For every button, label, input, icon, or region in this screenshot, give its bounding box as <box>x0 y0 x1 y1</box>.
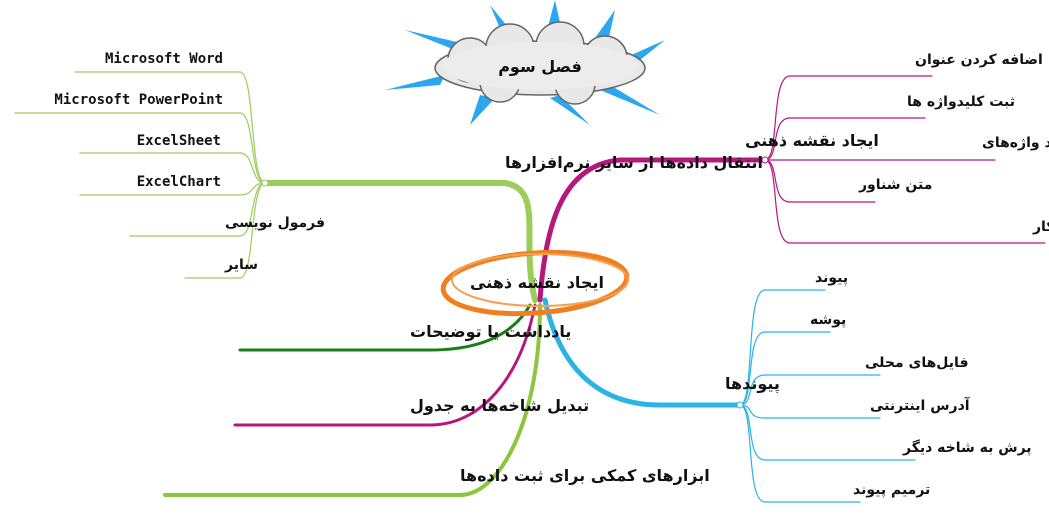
transfer-item[interactable]: Microsoft Word <box>105 51 223 67</box>
transfer-item[interactable]: Microsoft PowerPoint <box>54 92 223 108</box>
branch-create-label[interactable]: ایجاد نقشه ذهنی <box>745 131 879 150</box>
branch-notes-label[interactable]: یادداشت یا توضیحات <box>410 322 571 341</box>
transfer-item[interactable]: ExcelChart <box>137 174 221 190</box>
create-item[interactable]: ثبت دسته‌ای کلید واژه‌های <box>982 135 1049 151</box>
branch-notes-line <box>238 303 532 352</box>
transfer-item[interactable]: فرمول نویسی <box>225 215 325 231</box>
branch-links-label[interactable]: پیوندها <box>725 374 780 394</box>
create-item[interactable]: وارد کردن داده‌ها به صورت خودکار <box>1032 219 1049 235</box>
branch-table-label[interactable]: تبدیل شاخه‌ها به جدول <box>410 396 589 415</box>
branch-table-line <box>233 303 537 427</box>
branch-tools-label[interactable]: ابزارهای کمکی برای ثبت داده‌ها <box>460 466 710 485</box>
links-hub-node[interactable] <box>736 401 744 409</box>
transfer-hub-node[interactable] <box>261 179 269 187</box>
title-cloud: فصل سوم <box>385 0 665 125</box>
links-item[interactable]: پوشه <box>810 312 846 328</box>
links-item[interactable]: ترمیم پیوند <box>853 482 930 498</box>
branch-links-line <box>542 297 743 408</box>
create-item[interactable]: ثبت کلیدواژه ها <box>907 94 1015 110</box>
links-item[interactable]: پیوند <box>815 270 848 286</box>
center-label: ایجاد نقشه ذهنی <box>470 273 604 292</box>
branch-create-line <box>537 157 768 303</box>
transfer-item[interactable]: سایر <box>224 257 258 273</box>
create-hub-node[interactable] <box>761 156 769 164</box>
create-item[interactable]: اضافه کردن عنوان <box>915 52 1043 68</box>
transfer-item[interactable]: ExcelSheet <box>137 133 221 149</box>
links-item[interactable]: آدرس اینترنتی <box>870 396 971 414</box>
create-item[interactable]: متن شناور <box>858 177 932 193</box>
center-node[interactable]: ایجاد نقشه ذهنی <box>440 247 630 320</box>
branch-tools-line <box>163 303 542 497</box>
branch-transfer-line <box>262 180 538 303</box>
branch-transfer-label[interactable]: انتقال داده‌ها از سایر نرم‌افزارها <box>505 153 763 172</box>
title-text: فصل سوم <box>498 57 582 76</box>
links-item[interactable]: فایل‌های محلی <box>865 355 968 371</box>
links-item[interactable]: پرش به شاخه دیگر <box>902 439 1032 456</box>
